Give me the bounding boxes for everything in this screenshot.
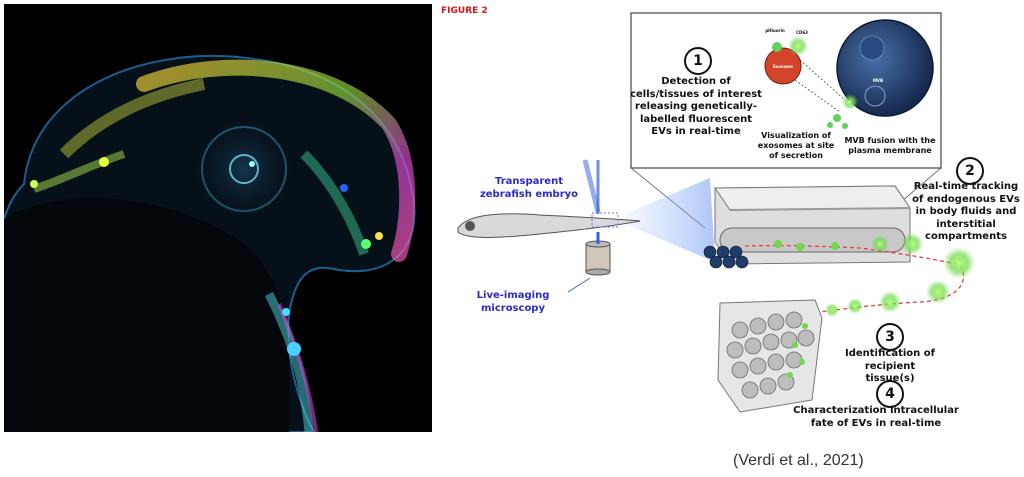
inset-label-d: MVB: [872, 78, 884, 83]
step-1-text: Detection of cells/tissues of interest r…: [630, 76, 762, 137]
visualization-label: Visualization of exosomes at site of sec…: [757, 131, 835, 160]
microscopy-label: Live-imaging microscopy: [476, 290, 550, 314]
mvb-fusion-label: MVB fusion with the plasma membrane: [844, 136, 936, 155]
inset-label-a: pHluorin: [765, 28, 785, 33]
microscopy-image: [4, 4, 432, 432]
step-4-number: 4: [876, 380, 904, 408]
step-1-number: 1: [684, 47, 712, 75]
inset-label-c: Exosome: [772, 64, 794, 69]
zebrafish-fluorescence-image: [4, 4, 432, 432]
citation: (Verdi et al., 2021): [733, 452, 864, 469]
step-2-text: Real-time tracking of endogenous EVs in …: [912, 181, 1020, 242]
inset-label-b: CD63: [796, 30, 808, 35]
ev-tracking-schematic: [457, 12, 975, 413]
step-2-number: 2: [956, 157, 984, 185]
figure-label: FIGURE 2: [441, 6, 488, 16]
step-3-text: Identification of recipient tissue(s): [845, 348, 935, 384]
step-4-text: Characterization intracellular fate of E…: [793, 405, 959, 429]
zebrafish-label: Transparent zebrafish embryo: [479, 176, 579, 200]
step-3-number: 3: [876, 323, 904, 351]
